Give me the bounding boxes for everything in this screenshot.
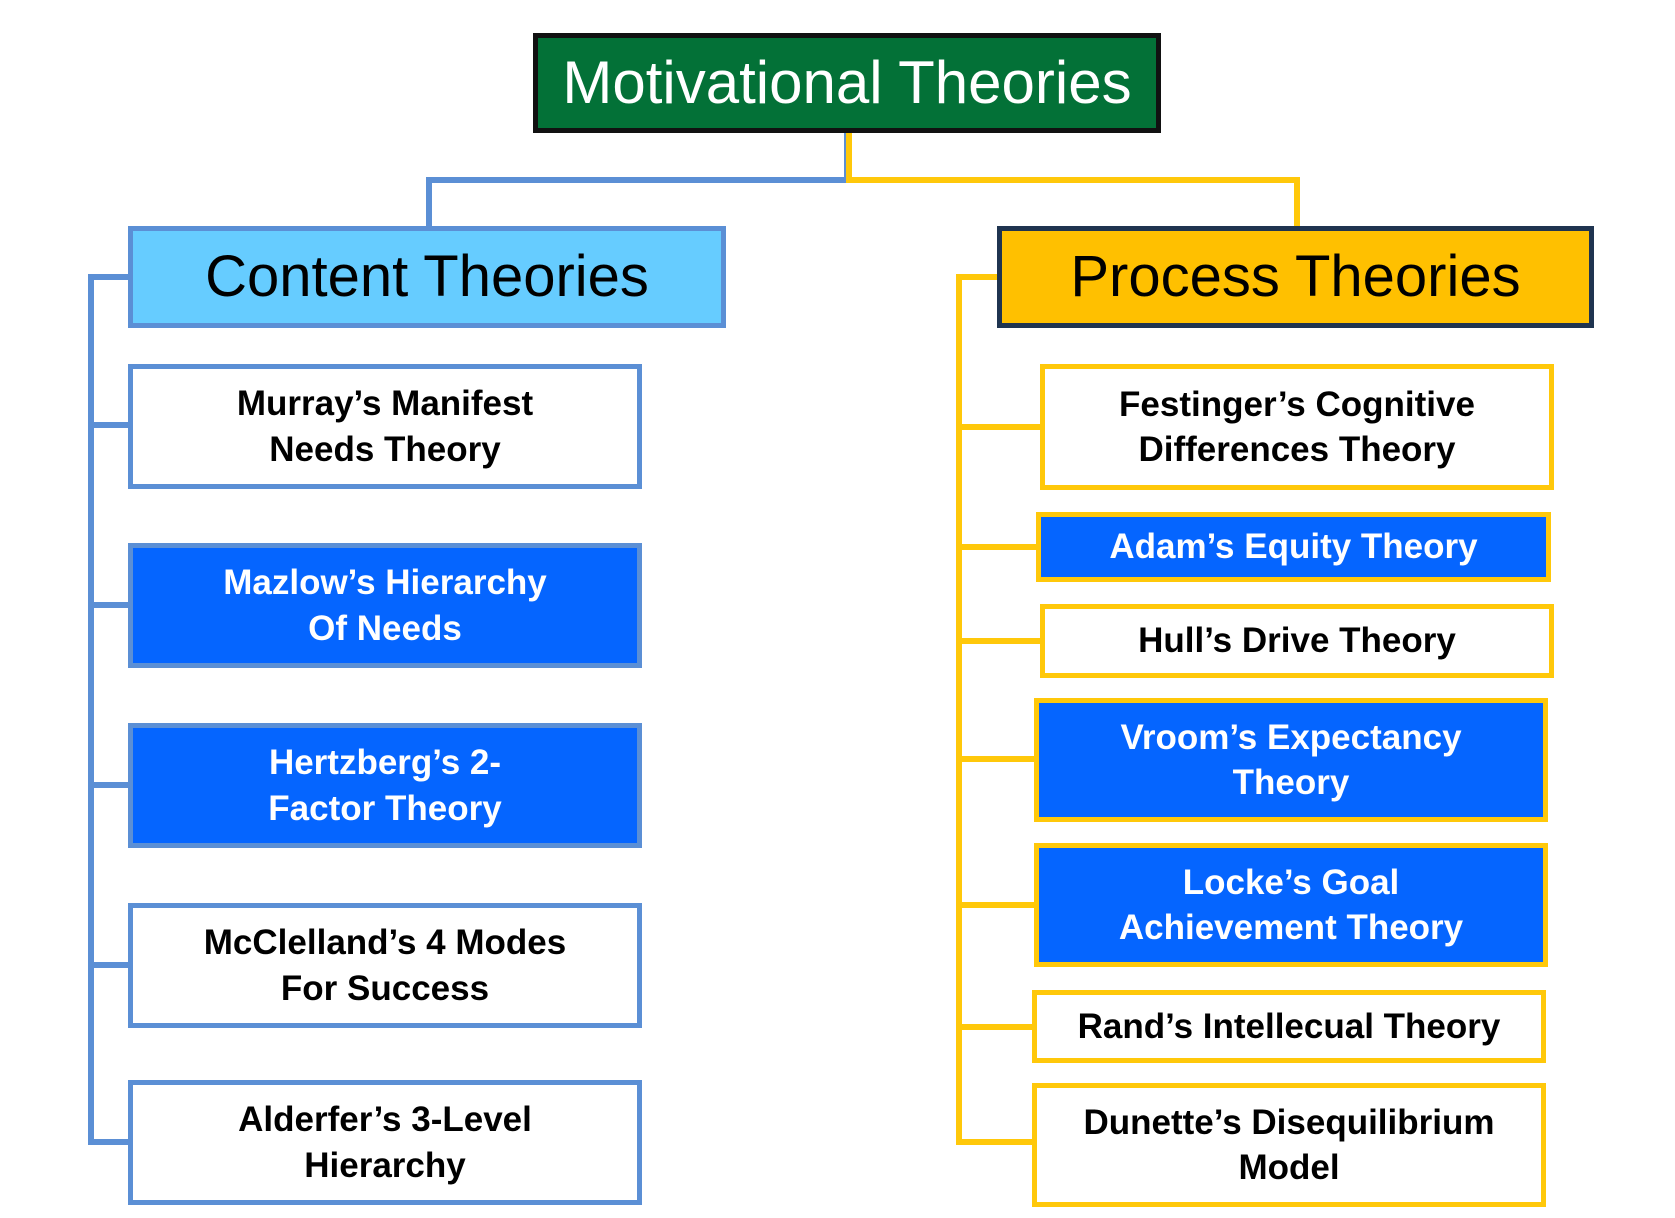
node-rand-intellecual: Rand’s Intellecual Theory: [1032, 990, 1546, 1063]
node-vroom-expectancy: Vroom’s Expectancy Theory: [1034, 698, 1548, 822]
node-festinger-cognitive: Festinger’s Cognitive Differences Theory: [1040, 364, 1554, 490]
node-hull-drive: Hull’s Drive Theory: [1040, 604, 1554, 678]
process-branch-connectors: [846, 133, 1300, 1145]
node-adam-equity: Adam’s Equity Theory: [1036, 512, 1551, 582]
process-theories-header: Process Theories: [997, 226, 1594, 328]
node-hertzberg-2-factor: Hertzberg’s 2- Factor Theory: [128, 723, 642, 848]
node-alderfer-3-level: Alderfer’s 3-Level Hierarchy: [128, 1080, 642, 1205]
node-mcclelland-4-modes: McClelland’s 4 Modes For Success: [128, 903, 642, 1028]
root-node-title: Motivational Theories: [533, 33, 1161, 133]
node-murray-manifest-needs: Murray’s Manifest Needs Theory: [128, 364, 642, 489]
content-theories-header: Content Theories: [128, 226, 726, 328]
node-locke-goal-achievement: Locke’s Goal Achievement Theory: [1034, 843, 1548, 967]
node-mazlow-hierarchy: Mazlow’s Hierarchy Of Needs: [128, 543, 642, 668]
node-dunette-disequilibrium: Dunette’s Disequilibrium Model: [1032, 1083, 1546, 1207]
